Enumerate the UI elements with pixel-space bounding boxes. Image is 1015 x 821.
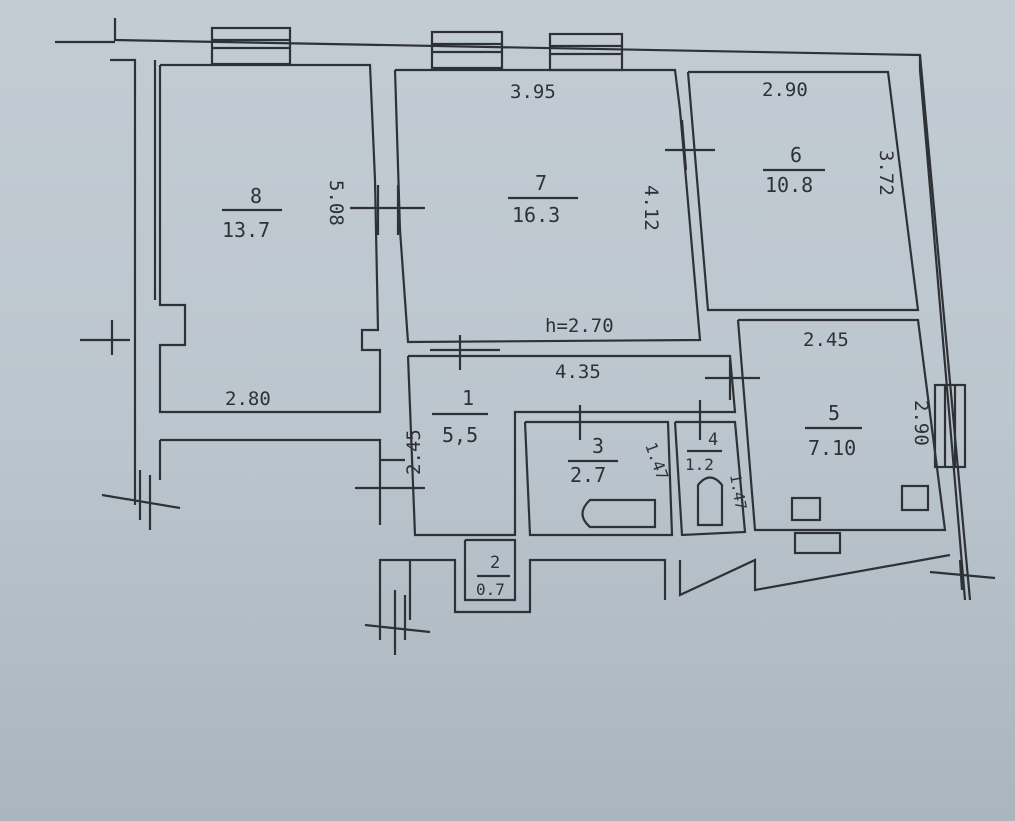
door-marks xyxy=(80,119,996,655)
room-number: 6 xyxy=(790,143,802,167)
room-area: 13.7 xyxy=(222,218,270,242)
room-number: 2 xyxy=(490,553,500,573)
room-dimension: 5.08 xyxy=(325,180,347,226)
room-5: 2.45 5 7.10 2.90 xyxy=(803,329,932,460)
room-2: 2 0.7 xyxy=(476,553,510,599)
room-6: 2.90 6 10.8 3.72 xyxy=(762,79,897,197)
room-dimension: 3.72 xyxy=(875,150,897,196)
windows xyxy=(210,26,967,469)
room-dimension: 2.90 xyxy=(762,79,808,101)
room-number: 5 xyxy=(828,401,840,425)
room-number: 3 xyxy=(592,434,604,458)
room-dimension: 2.45 xyxy=(803,329,849,351)
bathtub-icon xyxy=(581,498,657,529)
room-number: 7 xyxy=(535,171,547,195)
room-dimension: 1.47 xyxy=(641,440,672,483)
room-3: 3 2.7 1.47 xyxy=(568,434,672,487)
room-area: 5,5 xyxy=(442,423,478,447)
room-number: 1 xyxy=(462,386,474,410)
stove-icon xyxy=(900,484,930,512)
room-area: 10.8 xyxy=(765,173,813,197)
room-dimension: 1.47 xyxy=(726,473,750,512)
room-dimension: 3.95 xyxy=(510,81,556,103)
ceiling-height: h=2.70 xyxy=(545,315,614,337)
room-number: 8 xyxy=(250,184,262,208)
room-dimension: 2.90 xyxy=(910,400,932,446)
room-8: 8 13.7 5.08 2.80 xyxy=(222,180,347,410)
room-area: 16.3 xyxy=(512,203,560,227)
room-outlines xyxy=(158,63,947,602)
room-4: 4 1.2 1.47 xyxy=(685,430,750,511)
vent-icon xyxy=(793,531,842,555)
room-dimension: 2.45 xyxy=(403,429,425,475)
room-area: 1.2 xyxy=(685,455,714,474)
room-dimension: 4.35 xyxy=(555,361,601,383)
room-7: 3.95 7 16.3 4.12 h=2.70 xyxy=(508,81,662,337)
room-1: 4.35 1 5,5 2.45 xyxy=(403,361,601,475)
room-area: 2.7 xyxy=(570,463,606,487)
room-dimension: 2.80 xyxy=(225,388,271,410)
room-area: 0.7 xyxy=(476,580,505,599)
toilet-icon xyxy=(696,476,724,527)
outer-walls xyxy=(55,18,972,640)
room-number: 4 xyxy=(708,430,718,450)
room-dimension: 4.12 xyxy=(640,185,662,231)
room-area: 7.10 xyxy=(808,436,856,460)
sink-icon xyxy=(790,496,822,522)
